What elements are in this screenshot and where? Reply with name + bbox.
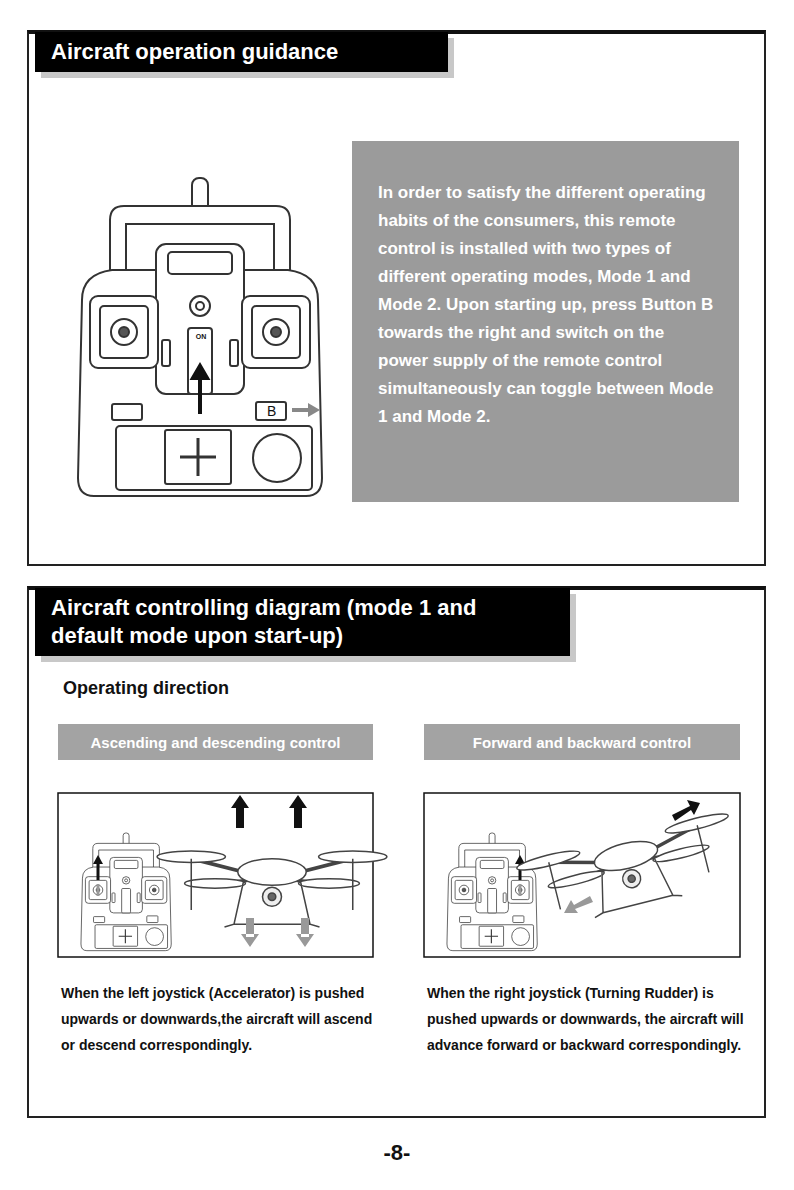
drawing-part — [289, 795, 307, 828]
drawing-part — [97, 862, 100, 880]
band-label: Ascending and descending control — [90, 734, 340, 751]
push-arrow — [308, 403, 320, 417]
section-heading: Aircraft controlling diagram (mode 1 and… — [35, 588, 570, 656]
drawing-part — [241, 918, 259, 947]
drawing-part — [78, 178, 322, 496]
description-text: When the left joystick (Accelerator) is … — [61, 980, 379, 1058]
caption-band: Ascending and descending control — [58, 724, 373, 760]
drawing-part — [296, 918, 314, 947]
drawing-part — [93, 855, 103, 864]
description-text: When the right joystick (Turning Rudder)… — [427, 980, 745, 1058]
caption-band: Forward and backward control — [424, 724, 740, 760]
drawing-part — [157, 851, 387, 927]
picture-box — [424, 793, 744, 957]
button-label: B — [267, 403, 281, 419]
push-arrow — [292, 408, 310, 412]
drawing-part — [97, 884, 100, 896]
drawing-part — [519, 884, 522, 896]
band-label: Forward and backward control — [473, 734, 691, 751]
push-arrow — [193, 366, 207, 414]
drawing-part — [58, 793, 373, 957]
body-text: In order to satisfy the different operat… — [378, 179, 715, 431]
drawing-part — [447, 833, 537, 951]
drawing-part — [231, 795, 249, 828]
section-frame: Aircraft operation guidance In order to s… — [27, 30, 766, 566]
section-heading: Aircraft operation guidance — [35, 32, 448, 72]
page-number: -8- — [347, 1140, 447, 1166]
remote-control-figure — [78, 178, 322, 496]
subheading: Operating direction — [63, 678, 229, 699]
picture-box — [58, 793, 387, 957]
drawing-part — [672, 800, 700, 821]
drawing-part — [81, 833, 171, 951]
drawing-part — [516, 810, 745, 933]
instruction-panel: In order to satisfy the different operat… — [352, 141, 739, 502]
switch-label: ON — [193, 332, 209, 341]
drawing-part — [564, 896, 593, 913]
